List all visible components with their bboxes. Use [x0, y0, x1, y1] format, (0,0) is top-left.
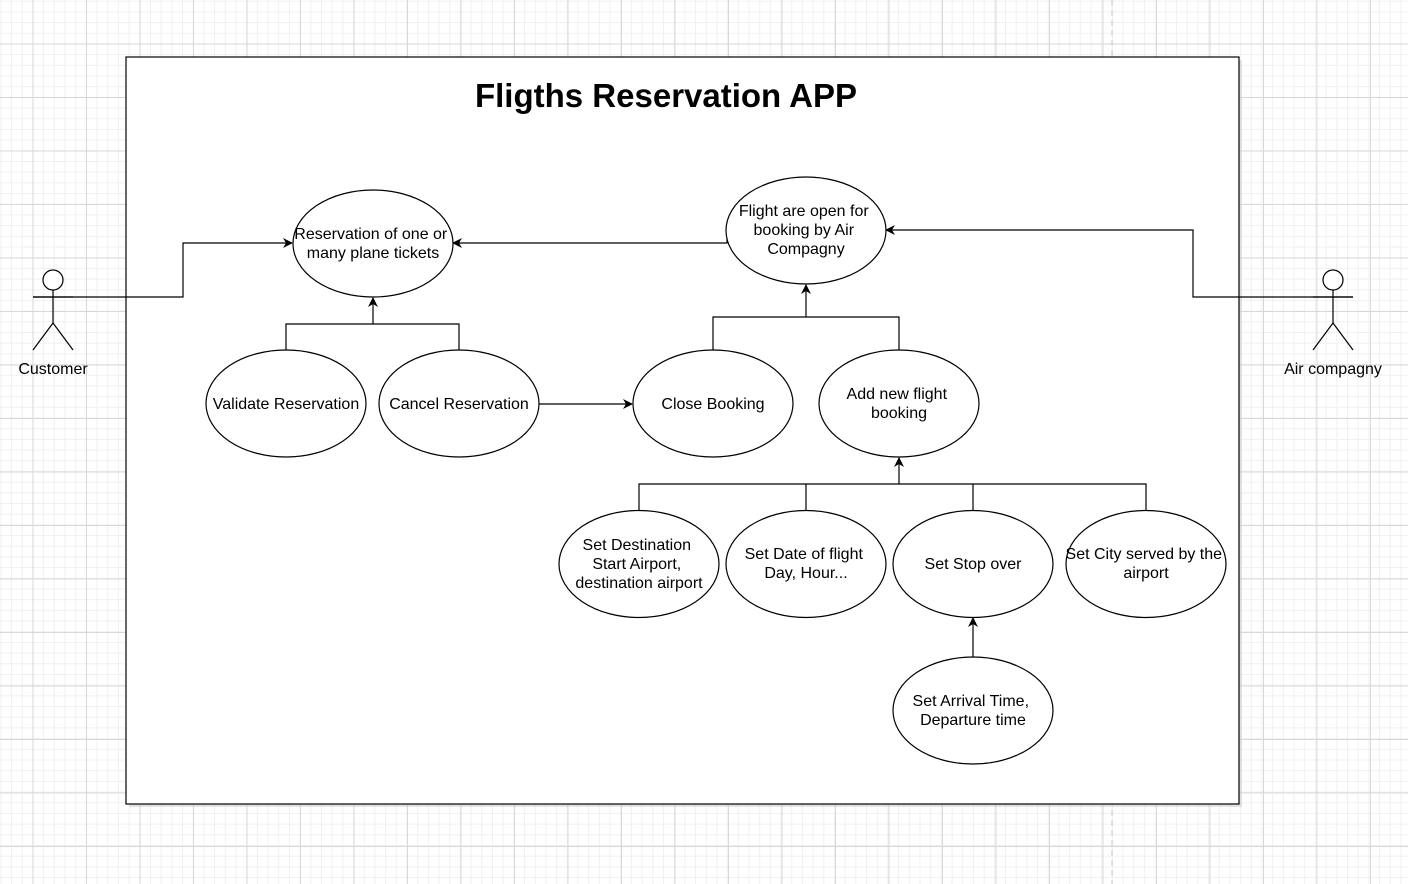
add-flight-label-line-1: Add new flight: [847, 386, 948, 403]
flight-open-label: Flight are open for booking by Air Compa…: [739, 203, 873, 258]
set-times-label: Set Arrival Time, Departure time: [913, 693, 1034, 729]
set-city-label-line-2: airport: [1123, 565, 1169, 582]
set-destination-label-line-2: Start Airport,: [592, 556, 681, 573]
validate-label-line-1: Validate Reservation: [213, 396, 359, 413]
use-case-close-booking[interactable]: Close Booking: [632, 349, 794, 458]
close-booking-label-line-1: Close Booking: [661, 396, 764, 413]
close-booking-label: Close Booking: [661, 396, 764, 413]
air-company-actor[interactable]: Air compagny: [1284, 269, 1382, 378]
flight-open-ellipse: [725, 176, 887, 285]
use-case-set-times[interactable]: Set Arrival Time, Departure time: [892, 656, 1054, 765]
air-company-to-flight-open-connector[interactable]: [885, 225, 1353, 298]
set-city-ellipse: [1065, 509, 1227, 619]
set-date-label-line-2: Day, Hour...: [764, 565, 847, 582]
cancel-label: Cancel Reservation: [389, 396, 529, 413]
use-case-cancel-reservation[interactable]: Cancel Reservation: [378, 349, 540, 458]
set-city-label-line-1: Set City served by the: [1066, 546, 1223, 563]
customer-to-reservation-connector[interactable]: [33, 238, 293, 298]
add-flight-label-line-2: booking: [871, 405, 927, 422]
reservation-ellipse: [292, 189, 454, 298]
set-destination-label: Set Destination Start Airport, destinati…: [575, 537, 703, 592]
customer-left-leg: [32, 322, 54, 351]
use-case-reservation[interactable]: Reservation of one or many plane tickets: [292, 189, 454, 298]
air-company-left-leg: [1312, 322, 1334, 351]
set-stop-ellipse: [892, 509, 1054, 619]
set-times-label-line-2: Departure time: [920, 712, 1026, 729]
customer-head-icon: [42, 269, 64, 291]
reservation-label-line-2: many plane tickets: [307, 245, 440, 262]
air-company-head-icon: [1322, 269, 1344, 291]
cancel-ellipse: [378, 349, 540, 458]
validate-ellipse: [205, 349, 367, 458]
reservation-label: Reservation of one or many plane tickets: [294, 226, 451, 262]
set-stop-label-line-1: Set Stop over: [925, 556, 1023, 573]
validate-label: Validate Reservation: [213, 396, 359, 413]
cancel-label-line-1: Cancel Reservation: [389, 396, 529, 413]
use-case-set-stop-over[interactable]: Set Stop over: [892, 509, 1054, 619]
flight-open-label-line-1: Flight are open for: [739, 203, 870, 220]
close-booking-ellipse: [632, 349, 794, 458]
set-destination-ellipse: [558, 509, 720, 619]
diagram-title[interactable]: Fligths Reservation APP: [475, 77, 857, 114]
add-flight-label: Add new flight booking: [847, 386, 952, 422]
flight-open-label-line-2: booking by Air: [754, 222, 855, 239]
customer-right-leg: [52, 322, 74, 351]
customer-label: Customer: [18, 361, 88, 378]
set-date-label: Set Date of flight Day, Hour...: [745, 546, 868, 582]
use-case-flight-open[interactable]: Flight are open for booking by Air Compa…: [725, 176, 887, 285]
set-times-ellipse: [892, 656, 1054, 765]
set-stop-label: Set Stop over: [925, 556, 1023, 573]
set-destination-label-line-3: destination airport: [575, 575, 703, 592]
flight-open-label-line-3: Compagny: [767, 241, 844, 258]
set-times-label-line-1: Set Arrival Time,: [913, 693, 1029, 710]
reservation-label-line-1: Reservation of one or: [294, 226, 448, 243]
add-flight-ellipse: [818, 349, 980, 458]
air-company-label: Air compagny: [1284, 361, 1382, 378]
use-case-set-destination[interactable]: Set Destination Start Airport, destinati…: [558, 509, 720, 619]
customer-actor[interactable]: Customer: [18, 269, 88, 378]
set-date-label-line-1: Set Date of flight: [745, 546, 864, 563]
use-case-set-date[interactable]: Set Date of flight Day, Hour...: [725, 509, 887, 619]
set-destination-label-line-1: Set Destination: [583, 537, 692, 554]
use-case-add-flight[interactable]: Add new flight booking: [818, 349, 980, 458]
set-date-ellipse: [725, 509, 887, 619]
use-case-validate-reservation[interactable]: Validate Reservation: [205, 349, 367, 458]
set-city-label: Set City served by the airport: [1066, 546, 1227, 582]
use-case-set-city[interactable]: Set City served by the airport: [1065, 509, 1227, 619]
air-company-right-leg: [1332, 322, 1354, 351]
settings-branch[interactable]: [638, 483, 1147, 511]
